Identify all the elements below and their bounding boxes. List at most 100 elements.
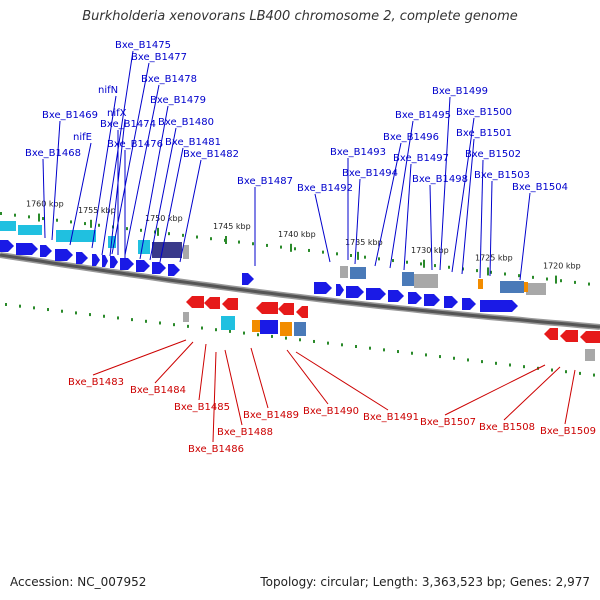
feature-box: [183, 245, 189, 259]
tick-mark: [28, 215, 30, 219]
reverse-gene-arrow: [296, 306, 308, 318]
tick-mark: [350, 254, 352, 257]
forward-leader-line: [489, 180, 493, 277]
kbp-major-tick: [225, 236, 227, 244]
forward-leader-line: [149, 127, 177, 261]
reverse-leader-line: [503, 366, 561, 421]
tick-mark: [336, 252, 338, 256]
forward-leader-line: [519, 192, 531, 281]
backbone-line: [0, 253, 600, 329]
forward-gene-arrow: [152, 262, 166, 274]
reverse-leader-line: [444, 364, 546, 416]
forward-gene-label: Bxe_B1477: [131, 52, 187, 63]
forward-gene-arrow: [242, 273, 254, 285]
kbp-tick-label: 1720 kbp: [543, 262, 581, 271]
tick-mark: [453, 356, 455, 360]
feature-box: [524, 282, 528, 292]
tick-mark: [406, 260, 408, 264]
forward-leader-line: [439, 96, 451, 271]
leader-layer: [42, 50, 576, 443]
tick-mark: [481, 360, 483, 364]
gene-layer: [0, 240, 600, 343]
reverse-gene-label: Bxe_B1491: [363, 412, 419, 423]
forward-gene-label: Bxe_B1474: [100, 119, 156, 130]
kbp-major-tick: [290, 243, 292, 252]
tick-mark: [145, 319, 147, 323]
tick-mark: [518, 274, 520, 278]
tick-mark: [467, 358, 469, 362]
forward-gene-label: Bxe_B1503: [474, 170, 530, 181]
forward-gene-label: Bxe_B1479: [150, 95, 206, 106]
forward-gene-label: Bxe_B1482: [183, 149, 239, 160]
reverse-gene-label: Bxe_B1486: [188, 444, 244, 455]
forward-leader-line: [42, 158, 46, 239]
tick-mark: [19, 304, 21, 308]
kbp-tick-label: 1740 kbp: [278, 230, 316, 239]
reverse-gene-arrow: [544, 328, 558, 340]
tick-mark: [285, 336, 287, 340]
backbone-layer: [0, 252, 600, 330]
map-title: Burkholderia xenovorans LB400 chromosome…: [82, 9, 518, 24]
tick-mark: [551, 368, 553, 372]
tick-mark: [257, 333, 259, 337]
tick-mark: [369, 346, 371, 350]
reverse-leader-line: [92, 339, 187, 376]
forward-gene-arrow: [444, 296, 458, 308]
tick-mark: [61, 309, 63, 313]
forward-gene-arrow: [168, 264, 180, 276]
forward-gene-label: Bxe_B1502: [465, 149, 521, 160]
forward-leader-line: [124, 84, 160, 256]
kbp-tick-label: 1760 kbp: [26, 200, 64, 209]
reverse-gene-label: Bxe_B1490: [303, 406, 359, 417]
reverse-gene-arrow: [204, 297, 220, 309]
tick-mark: [509, 363, 511, 367]
tick-mark: [294, 247, 296, 251]
tick-mark: [313, 339, 315, 343]
feature-box: [500, 281, 524, 293]
tick-mark: [117, 316, 119, 320]
feature-box: [478, 279, 483, 289]
tick-mark: [126, 227, 128, 231]
reverse-gene-arrow: [222, 298, 238, 310]
tick-mark: [215, 328, 217, 332]
forward-gene-label: Bxe_B1468: [25, 148, 81, 159]
forward-leader-line: [91, 95, 117, 249]
forward-gene-arrow: [314, 282, 332, 294]
forward-leader-line: [69, 142, 92, 246]
tick-mark: [579, 371, 581, 375]
forward-gene-arrow: [16, 243, 38, 255]
forward-gene-arrow: [336, 284, 344, 296]
tick-mark: [383, 348, 385, 352]
reverse-gene-arrow: [256, 302, 278, 314]
reverse-gene-arrow: [186, 296, 204, 308]
forward-gene-arrow: [462, 298, 476, 310]
forward-leader-line: [429, 184, 433, 271]
tick-mark: [131, 318, 133, 322]
feature-box: [414, 274, 438, 288]
tick-mark: [341, 343, 343, 347]
tick-mark: [159, 321, 161, 325]
reverse-leader-line: [198, 343, 207, 401]
feature-box: [221, 316, 235, 330]
kbp-tick-label: 1755 kbp: [78, 206, 116, 215]
tick-mark: [299, 338, 301, 342]
forward-gene-arrow: [366, 288, 386, 300]
forward-gene-arrow: [92, 254, 100, 266]
reverse-gene-label: Bxe_B1484: [130, 385, 186, 396]
tick-mark: [229, 329, 231, 333]
tick-mark: [327, 341, 329, 345]
forward-leader-line: [403, 163, 412, 271]
forward-gene-label: Bxe_B1492: [297, 183, 353, 194]
forward-gene-label: Bxe_B1501: [456, 128, 512, 139]
tick-mark: [462, 267, 464, 271]
feature-box: [56, 230, 96, 242]
reverse-gene-label: Bxe_B1508: [479, 422, 535, 433]
tick-mark: [243, 331, 245, 335]
tick-mark: [495, 361, 497, 365]
forward-leader-line: [51, 120, 61, 241]
tick-mark: [574, 280, 576, 284]
feature-box: [18, 225, 42, 235]
tick-mark: [140, 228, 142, 232]
tick-mark: [411, 351, 413, 355]
